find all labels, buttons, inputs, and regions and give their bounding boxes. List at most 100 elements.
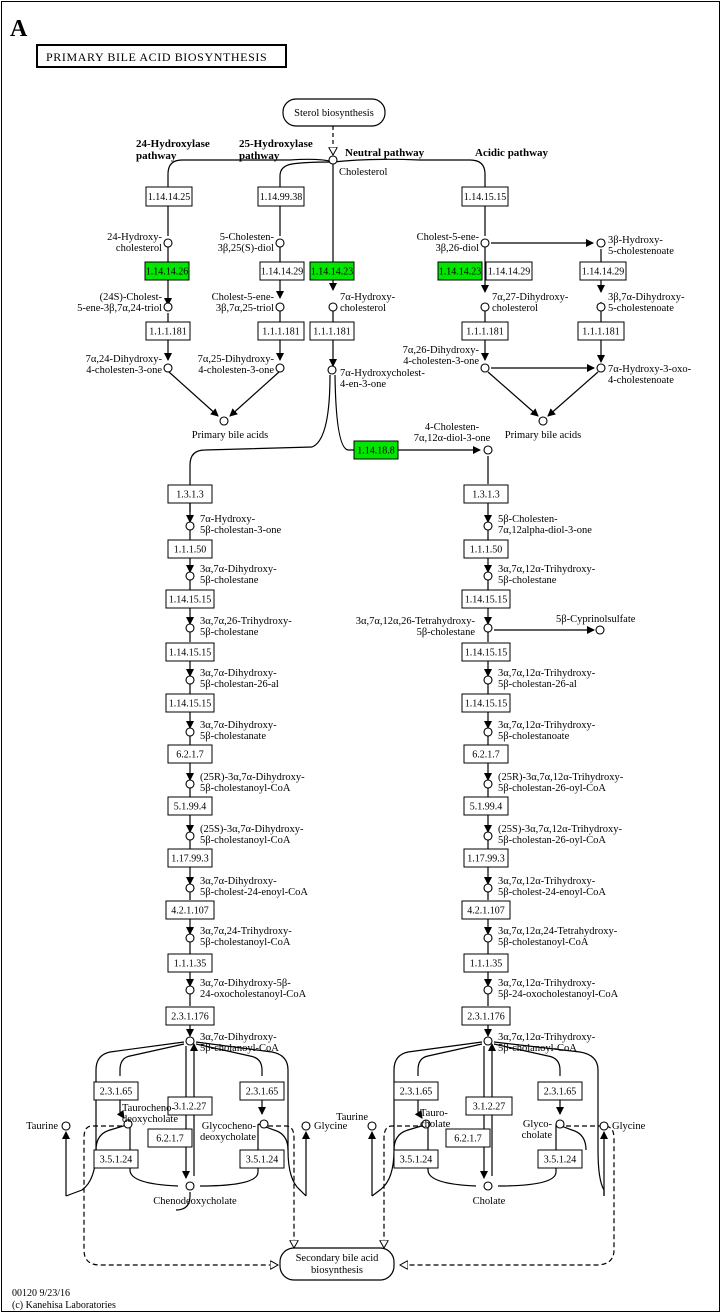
compound-node-L10[interactable] [185,985,195,995]
enzyme-box-l8[interactable] [167,848,213,868]
compound-node-primary-right[interactable] [538,416,548,426]
compound-node-L2[interactable] [185,571,195,581]
compound-node-R4[interactable] [483,675,493,685]
compound-node-L8[interactable] [185,883,195,893]
enzyme-box-r10[interactable] [463,953,509,973]
enzyme-box-rc1[interactable] [393,1081,439,1101]
compound-node-primary-left[interactable] [219,416,229,426]
compound-node-dihydroxycholestenoate[interactable] [596,302,606,312]
compound-node-cdca[interactable] [185,1181,195,1191]
enzyme-box-r2[interactable] [463,539,509,559]
enzyme-box-r9[interactable] [461,900,511,920]
compound-node-dihydroxy727[interactable] [480,302,490,312]
map-sterol-biosynthesis[interactable] [282,98,386,127]
compound-node-cholestendiol25[interactable] [275,238,285,248]
enzyme-box-e2[interactable] [257,186,305,207]
compound-node-dh725[interactable] [275,363,285,373]
enzyme-box-e13[interactable] [461,321,509,341]
enzyme-box-e7[interactable] [437,261,483,281]
compound-node-oxocholestenoate[interactable] [596,363,606,373]
compound-node-L11[interactable] [185,1036,195,1046]
compound-node-cholesterol[interactable] [328,155,338,165]
compound-node-R11[interactable] [483,1036,493,1046]
compound-node-L4[interactable] [185,675,195,685]
enzyme-box-e1[interactable] [145,186,193,207]
enzyme-box-rc6[interactable] [537,1149,583,1169]
compound-node-gca[interactable] [555,1119,565,1129]
enzyme-box-l11[interactable] [165,1006,215,1026]
compound-node-7a-hydroxycholesterol[interactable] [328,302,338,312]
enzyme-box-rc2[interactable] [465,1096,513,1116]
enzyme-box-r4[interactable] [461,642,511,662]
compound-node-L6[interactable] [185,779,195,789]
enzyme-box-l2[interactable] [167,539,213,559]
enzyme-box-lc5[interactable] [93,1149,139,1169]
enzyme-box-e4[interactable] [461,186,509,207]
compound-node-taurine-right[interactable] [367,1121,377,1131]
enzyme-box-r6[interactable] [463,744,509,764]
enzyme-box-l10[interactable] [167,953,213,973]
enzyme-box-e5[interactable] [144,261,190,281]
compound-node-glycine-right[interactable] [599,1121,609,1131]
enzyme-box-l5[interactable] [165,693,215,713]
compound-node-L7[interactable] [185,831,195,841]
compound-node-R1[interactable] [483,521,493,531]
enzyme-box-e15[interactable] [353,440,399,460]
compound-node-L1[interactable] [185,521,195,531]
compound-node-tca[interactable] [421,1119,431,1129]
enzyme-box-l3[interactable] [165,589,215,609]
enzyme-box-r5[interactable] [461,693,511,713]
compound-node-R2[interactable] [483,571,493,581]
enzyme-box-l4[interactable] [165,642,215,662]
enzyme-box-r11[interactable] [461,1006,511,1026]
compound-node-cyprinol[interactable] [595,625,605,635]
compound-node-L3[interactable] [185,623,195,633]
map-secondary-bile-acid[interactable] [279,1247,395,1281]
enzyme-box-e9[interactable] [579,261,627,281]
enzyme-box-lc4[interactable] [147,1128,193,1148]
enzyme-box-rc3[interactable] [537,1081,583,1101]
compound-node-triol25[interactable] [275,302,285,312]
compound-node-R10[interactable] [483,985,493,995]
compound-node-tcdca[interactable] [123,1119,133,1129]
enzyme-box-e11[interactable] [257,321,305,341]
compound-node-cholestendiol26[interactable] [480,238,490,248]
enzyme-box-e12[interactable] [309,321,355,341]
enzyme-box-lc3[interactable] [239,1081,285,1101]
compound-node-R3[interactable] [483,623,493,633]
enzyme-box-e10[interactable] [145,321,191,341]
enzyme-box-l6[interactable] [167,744,213,764]
enzyme-box-r8[interactable] [463,848,509,868]
enzyme-box-r7[interactable] [463,796,509,816]
compound-node-glycine-left[interactable] [301,1121,311,1131]
enzyme-box-lc6[interactable] [239,1149,285,1169]
compound-node-R8[interactable] [483,883,493,893]
enzyme-box-rc4[interactable] [445,1128,491,1148]
compound-node-L9[interactable] [185,933,195,943]
enzyme-box-l7[interactable] [167,796,213,816]
compound-node-gcdca[interactable] [259,1119,269,1129]
compound-node-c4diol[interactable] [483,445,493,455]
compound-node-taurine-left[interactable] [61,1121,71,1131]
enzyme-box-rc5[interactable] [393,1149,439,1169]
compound-node-hydroxycholestenoate[interactable] [596,238,606,248]
compound-node-L5[interactable] [185,727,195,737]
enzyme-box-e3[interactable] [309,261,355,281]
compound-node-R9[interactable] [483,933,493,943]
compound-node-R7[interactable] [483,831,493,841]
compound-node-dh726[interactable] [480,363,490,373]
enzyme-box-e8[interactable] [485,261,533,281]
enzyme-box-l9[interactable] [165,900,215,920]
enzyme-box-lc2[interactable] [167,1096,213,1116]
compound-node-triol24[interactable] [163,302,173,312]
enzyme-box-lc1[interactable] [93,1081,139,1101]
enzyme-box-e6[interactable] [259,261,305,281]
compound-node-dh724[interactable] [163,363,173,373]
compound-node-hc4en3one[interactable] [327,365,337,375]
compound-node-R6[interactable] [483,779,493,789]
compound-node-R5[interactable] [483,727,493,737]
compound-node-24-hydroxycholesterol[interactable] [163,238,173,248]
enzyme-box-e14[interactable] [577,321,625,341]
compound-node-ca[interactable] [483,1181,493,1191]
enzyme-box-r1[interactable] [463,484,509,504]
